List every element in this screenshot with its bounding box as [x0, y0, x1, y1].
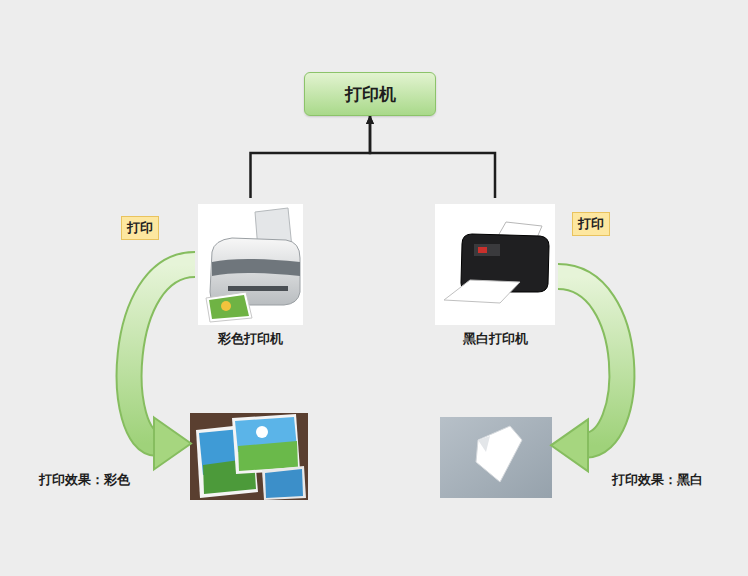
display: [478, 247, 487, 253]
connector: [129, 265, 195, 470]
color-output-picture: [190, 413, 308, 500]
picture-background: [435, 204, 555, 325]
node-caption: 打印效果：彩色: [39, 471, 179, 489]
printer-node: 黑白打印机: [435, 204, 555, 325]
printed-photo: [206, 292, 252, 322]
connector-line: [251, 116, 371, 198]
arrow-band-outline: [558, 277, 622, 446]
photo-card: [262, 466, 306, 500]
arrow-head: [154, 417, 191, 469]
node-caption: 打印效果：黑白: [612, 471, 742, 489]
connector: [251, 116, 371, 198]
output-paper: [444, 280, 520, 303]
picture-background: [190, 413, 308, 500]
output-node: 打印效果：彩色: [190, 413, 308, 500]
photo-content: [209, 295, 249, 319]
arrow-head: [551, 419, 588, 471]
mono-printer-picture: [435, 204, 555, 325]
arrow-band-outline: [129, 265, 195, 444]
arrow-band: [558, 277, 622, 446]
picture-background: [440, 417, 552, 498]
node-caption: 黑白打印机: [435, 330, 555, 348]
photo-grass: [238, 441, 298, 471]
connector: [551, 277, 622, 472]
edge-label: 打印: [121, 216, 159, 240]
edge-label: 打印: [572, 212, 610, 236]
photo-cloud: [256, 426, 268, 438]
white-paper: [476, 426, 522, 482]
connector: [370, 116, 495, 198]
printer-node: 彩色打印机: [198, 204, 303, 325]
arrow-band: [129, 265, 195, 444]
picture-background: [198, 204, 303, 325]
control-panel: [474, 244, 500, 256]
node-caption: 彩色打印机: [188, 330, 313, 348]
photo-sky: [265, 469, 303, 498]
title-box: 打印机: [304, 72, 436, 116]
output-node: 打印效果：黑白: [440, 417, 552, 498]
node-label: 打印机: [345, 83, 396, 106]
paper-slot: [228, 286, 288, 291]
connector-line: [370, 116, 495, 198]
mono-output-picture: [440, 417, 552, 498]
photo-card: [232, 414, 300, 474]
color-printer-picture: [198, 204, 303, 325]
paper-fold: [478, 436, 490, 452]
photo-detail: [221, 301, 231, 311]
printer-band: [212, 259, 300, 276]
